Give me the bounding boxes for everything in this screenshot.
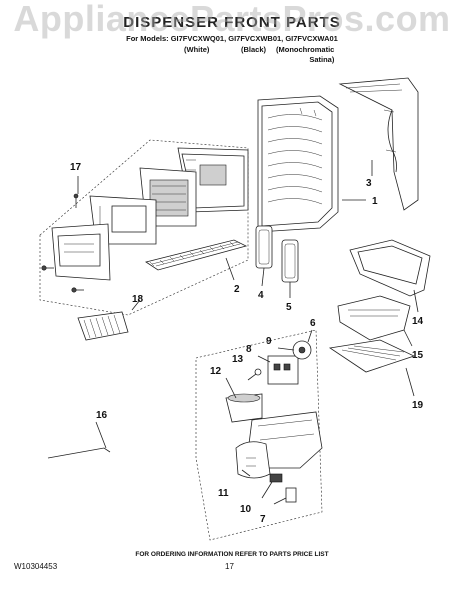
callout-8: 8 [246, 344, 252, 355]
part-14-drip-tray [349, 239, 431, 297]
callout-10: 10 [240, 504, 252, 515]
callout-2: 2 [234, 284, 240, 295]
part-9-motor [292, 340, 312, 360]
part-18-grille [77, 311, 129, 341]
leader-lines [77, 160, 419, 505]
screw-upper [73, 193, 79, 208]
variant-monochromatic: (Monochromatic Satina) [276, 45, 334, 65]
page-title: DISPENSER FRONT PARTS [123, 14, 341, 31]
callout-3: 3 [366, 178, 372, 189]
part-3-front-cover [338, 77, 419, 211]
callout-17: 17 [70, 162, 82, 173]
part-5-light-lens [281, 239, 299, 283]
part-19-tray-grille [328, 339, 416, 373]
callout-1: 1 [372, 196, 378, 207]
callout-4: 4 [258, 290, 264, 301]
part-2-drip-grille [145, 239, 248, 271]
callout-7: 7 [260, 514, 266, 525]
callout-19: 19 [412, 400, 424, 411]
callout-15: 15 [412, 350, 424, 361]
models-line: For Models: GI7FVCXWQ01, GI7FVCXWB01, GI… [126, 34, 338, 43]
callout-16: 16 [96, 410, 108, 421]
control-panel-front [51, 223, 111, 281]
part-10-spring [269, 473, 283, 483]
part-15-tray [337, 295, 411, 341]
part-11-actuator [235, 441, 271, 479]
callout-11: 11 [218, 488, 229, 499]
variant-white: (White) [184, 45, 210, 54]
callout-13: 13 [232, 354, 244, 365]
variant-black: (Black) [241, 45, 267, 54]
variant-mono-line1: (Monochromatic [276, 45, 335, 54]
callout-12: 12 [210, 366, 222, 377]
callout-9: 9 [266, 336, 272, 347]
mechanism-assembly-box [195, 329, 323, 541]
part-13-clip [254, 368, 262, 376]
ordering-info-note: FOR ORDERING INFORMATION REFER TO PARTS … [135, 551, 329, 558]
part-7-cap [285, 487, 297, 503]
callout-5: 5 [286, 302, 292, 313]
screw-lower-right [71, 287, 84, 293]
control-board [139, 167, 197, 227]
part-12-cup [225, 393, 263, 423]
screw-lower-left [41, 265, 54, 271]
part-1-dispenser-frame [257, 95, 339, 233]
callout-14: 14 [412, 316, 424, 327]
part-4-light-lens [255, 225, 273, 269]
callout-6: 6 [310, 318, 316, 329]
document-number: W10304453 [14, 562, 58, 571]
variant-mono-line2: Satina) [309, 55, 335, 64]
callout-18: 18 [132, 294, 144, 305]
part-16-rod [47, 447, 111, 459]
control-assembly-box [39, 139, 249, 316]
page-number: 17 [225, 562, 234, 571]
part-8-switch-bracket [267, 355, 299, 385]
